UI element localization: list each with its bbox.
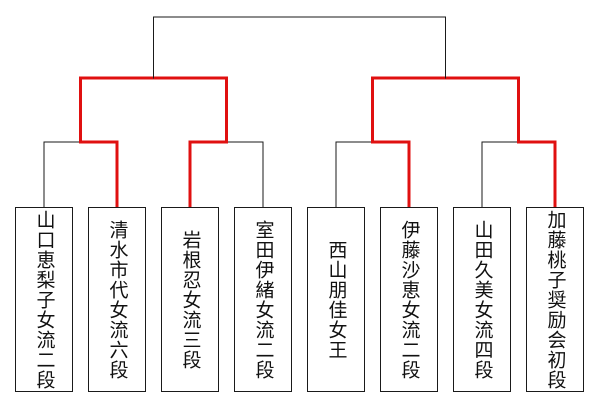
player-name-5: 西山朋佳女王: [325, 239, 348, 360]
player-name-3: 岩根忍女流三段: [179, 229, 202, 370]
player-name-1: 山口恵梨子女流二段: [33, 209, 56, 390]
player-box-7: 山田久美女流四段: [453, 207, 511, 392]
player-box-1: 山口恵梨子女流二段: [15, 207, 73, 392]
player-name-2: 清水市代女流六段: [106, 219, 129, 380]
player-box-4: 室田伊緒女流二段: [234, 207, 292, 392]
player-box-3: 岩根忍女流三段: [161, 207, 219, 392]
player-box-2: 清水市代女流六段: [88, 207, 146, 392]
player-name-4: 室田伊緒女流二段: [252, 219, 275, 380]
player-box-5: 西山朋佳女王: [307, 207, 365, 392]
player-box-6: 伊藤沙恵女流二段: [380, 207, 438, 392]
player-name-7: 山田久美女流四段: [471, 219, 494, 380]
player-name-8: 加藤桃子奨励会初段: [544, 209, 567, 390]
player-name-6: 伊藤沙恵女流二段: [398, 219, 421, 380]
player-box-8: 加藤桃子奨励会初段: [526, 207, 584, 392]
